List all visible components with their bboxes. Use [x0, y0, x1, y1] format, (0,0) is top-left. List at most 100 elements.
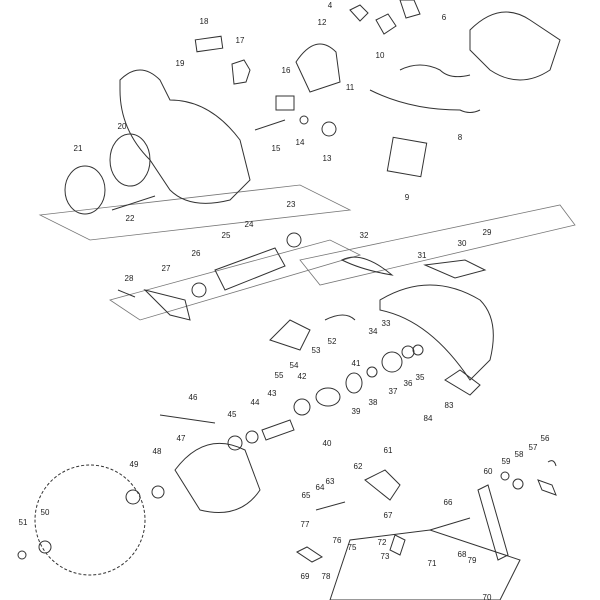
callout-4: 4: [328, 1, 333, 10]
fan: [109, 133, 151, 187]
callout-labels: 1817191612410116202122151413982324252627…: [19, 1, 550, 600]
knob-59: [500, 471, 510, 481]
callout-42: 42: [298, 372, 307, 381]
callout-68: 68: [458, 550, 467, 559]
switch-holder: [295, 43, 341, 93]
callout-24: 24: [245, 220, 254, 229]
callout-31: 31: [418, 251, 427, 260]
callout-27: 27: [162, 264, 171, 273]
ring-48: [151, 485, 165, 499]
callout-8: 8: [458, 133, 463, 142]
callout-79: 79: [468, 556, 477, 565]
bolt-51: [17, 550, 27, 560]
knob-58: [512, 478, 524, 490]
clip-56: [547, 460, 557, 467]
gear-37: [381, 351, 403, 373]
callout-18: 18: [200, 17, 209, 26]
callout-84: 84: [424, 414, 433, 423]
handle-72: [389, 534, 406, 556]
callout-11: 11: [346, 83, 355, 92]
callout-43: 43: [268, 389, 277, 398]
callout-49: 49: [130, 460, 139, 469]
callout-53: 53: [312, 346, 321, 355]
callout-21: 21: [74, 144, 83, 153]
callout-20: 20: [118, 122, 127, 131]
callout-37: 37: [389, 387, 398, 396]
callout-10: 10: [376, 51, 385, 60]
switch-module: [386, 136, 428, 178]
callout-62: 62: [354, 462, 363, 471]
bearing-23: [286, 232, 302, 248]
lever-78: [296, 546, 323, 563]
bearing-box-41: [315, 387, 341, 407]
callout-45: 45: [228, 410, 237, 419]
cord: [369, 89, 481, 113]
callout-64: 64: [316, 483, 325, 492]
callout-78: 78: [322, 572, 331, 581]
callout-6: 6: [442, 13, 447, 22]
callout-29: 29: [483, 228, 492, 237]
callout-50: 50: [41, 508, 50, 517]
callout-35: 35: [416, 373, 425, 382]
callout-17: 17: [236, 36, 245, 45]
callout-56: 56: [541, 434, 550, 443]
spindle-lock-83: [444, 369, 481, 396]
callout-12: 12: [318, 18, 327, 27]
blade-case: [379, 284, 494, 381]
callout-55: 55: [275, 371, 284, 380]
callout-73: 73: [381, 552, 390, 561]
base-assembly: [329, 529, 521, 600]
callout-22: 22: [126, 214, 135, 223]
callout-36: 36: [404, 379, 413, 388]
bearing-26: [191, 282, 207, 298]
screw-22: [111, 195, 156, 211]
callout-54: 54: [290, 361, 299, 370]
baffle-plate: [143, 289, 191, 321]
callout-40: 40: [323, 439, 332, 448]
callout-46: 46: [189, 393, 198, 402]
callout-41: 41: [352, 359, 361, 368]
lever-57: [537, 479, 557, 496]
callout-83: 83: [445, 401, 454, 410]
screw-15: [254, 119, 286, 131]
callout-30: 30: [458, 239, 467, 248]
safety-cover-47: [174, 442, 261, 513]
callout-39: 39: [352, 407, 361, 416]
plate-31: [423, 259, 487, 279]
callout-63: 63: [326, 477, 335, 486]
handle: [469, 11, 561, 81]
guide-rule-60: [477, 484, 509, 561]
callout-77: 77: [301, 520, 310, 529]
armature: [214, 247, 286, 291]
bearing-13: [321, 121, 337, 137]
washer-36: [401, 345, 415, 359]
callout-9: 9: [405, 193, 410, 202]
callout-44: 44: [251, 398, 260, 407]
callout-28: 28: [125, 274, 134, 283]
lever-53: [269, 319, 311, 351]
callout-15: 15: [272, 144, 281, 153]
spring-28: [117, 289, 136, 298]
bearing-42: [293, 398, 311, 416]
wire-52: [324, 314, 356, 321]
callout-23: 23: [287, 200, 296, 209]
fan-housing-ring: [64, 165, 106, 215]
callout-32: 32: [360, 231, 369, 240]
ring-39: [345, 372, 363, 394]
flange-49: [125, 489, 141, 505]
callout-67: 67: [384, 511, 393, 520]
guard-piece-32: [340, 256, 394, 276]
callout-25: 25: [222, 231, 231, 240]
pin-46: [159, 414, 216, 424]
callout-69: 69: [301, 572, 310, 581]
callout-65: 65: [302, 491, 311, 500]
armature-panel: [109, 239, 362, 321]
callout-60: 60: [484, 467, 493, 476]
callout-16: 16: [282, 66, 291, 75]
label-plate: [194, 35, 224, 53]
callout-34: 34: [369, 327, 378, 336]
callout-61: 61: [384, 446, 393, 455]
bolt-66: [429, 517, 471, 531]
brush-cap: [299, 115, 309, 125]
